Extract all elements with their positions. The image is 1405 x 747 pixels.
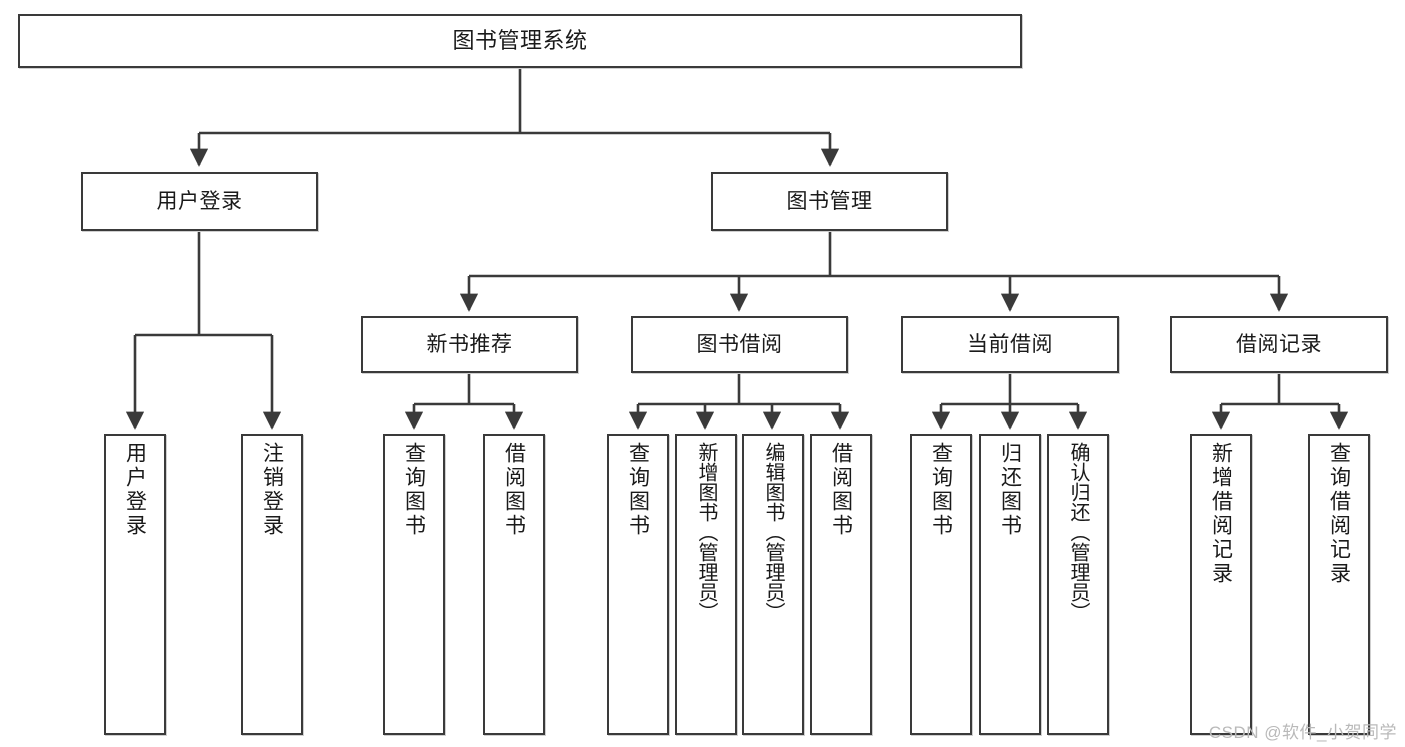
node-user-login[interactable]: 用户登录 [81, 172, 318, 231]
node-label: 新增借阅记录 [1209, 442, 1233, 586]
node-label: 图书借阅 [696, 332, 783, 356]
node-label: 编辑图书（管理员） [762, 442, 784, 622]
node-root-book-management-system[interactable]: 图书管理系统 [18, 14, 1022, 68]
node-label: 归还图书 [998, 442, 1022, 538]
leaf-edit-book-admin[interactable]: 编辑图书（管理员） [742, 434, 804, 735]
leaf-borrow-book[interactable]: 借阅图书 [810, 434, 872, 735]
node-label: 确认归还（管理员） [1067, 442, 1089, 622]
node-label: 查询图书 [402, 442, 426, 538]
node-label: 借阅图书 [502, 442, 526, 538]
node-book-management[interactable]: 图书管理 [711, 172, 948, 231]
node-label: 注销登录 [260, 442, 284, 538]
node-label: 新书推荐 [426, 332, 513, 356]
node-label: 借阅图书 [829, 442, 853, 538]
node-borrow-record[interactable]: 借阅记录 [1170, 316, 1388, 373]
leaf-query-book-borrow[interactable]: 查询图书 [607, 434, 669, 735]
node-label: 新增图书（管理员） [695, 442, 717, 622]
node-current-borrow[interactable]: 当前借阅 [901, 316, 1119, 373]
node-label: 当前借阅 [967, 332, 1053, 356]
leaf-add-book-admin[interactable]: 新增图书（管理员） [675, 434, 737, 735]
leaf-add-borrow-record[interactable]: 新增借阅记录 [1190, 434, 1252, 735]
leaf-query-book-recommend[interactable]: 查询图书 [383, 434, 445, 735]
leaf-query-book-current[interactable]: 查询图书 [910, 434, 972, 735]
node-new-book-recommend[interactable]: 新书推荐 [361, 316, 578, 373]
leaf-logout-login[interactable]: 注销登录 [241, 434, 303, 735]
node-label: 图书管理系统 [452, 27, 588, 53]
node-label: 查询图书 [626, 442, 650, 538]
leaf-query-borrow-record[interactable]: 查询借阅记录 [1308, 434, 1370, 735]
node-book-borrow[interactable]: 图书借阅 [631, 316, 848, 373]
leaf-user-login[interactable]: 用户登录 [104, 434, 166, 735]
node-label: 查询借阅记录 [1327, 442, 1351, 586]
node-label: 查询图书 [929, 442, 953, 538]
node-label: 用户登录 [156, 189, 243, 213]
leaf-borrow-book-recommend[interactable]: 借阅图书 [483, 434, 545, 735]
leaf-return-book[interactable]: 归还图书 [979, 434, 1041, 735]
node-label: 图书管理 [786, 189, 873, 213]
watermark-text: CSDN @软件_小贺同学 [1208, 723, 1397, 742]
node-label: 用户登录 [123, 442, 147, 538]
leaf-confirm-return-admin[interactable]: 确认归还（管理员） [1047, 434, 1109, 735]
node-label: 借阅记录 [1236, 332, 1322, 356]
